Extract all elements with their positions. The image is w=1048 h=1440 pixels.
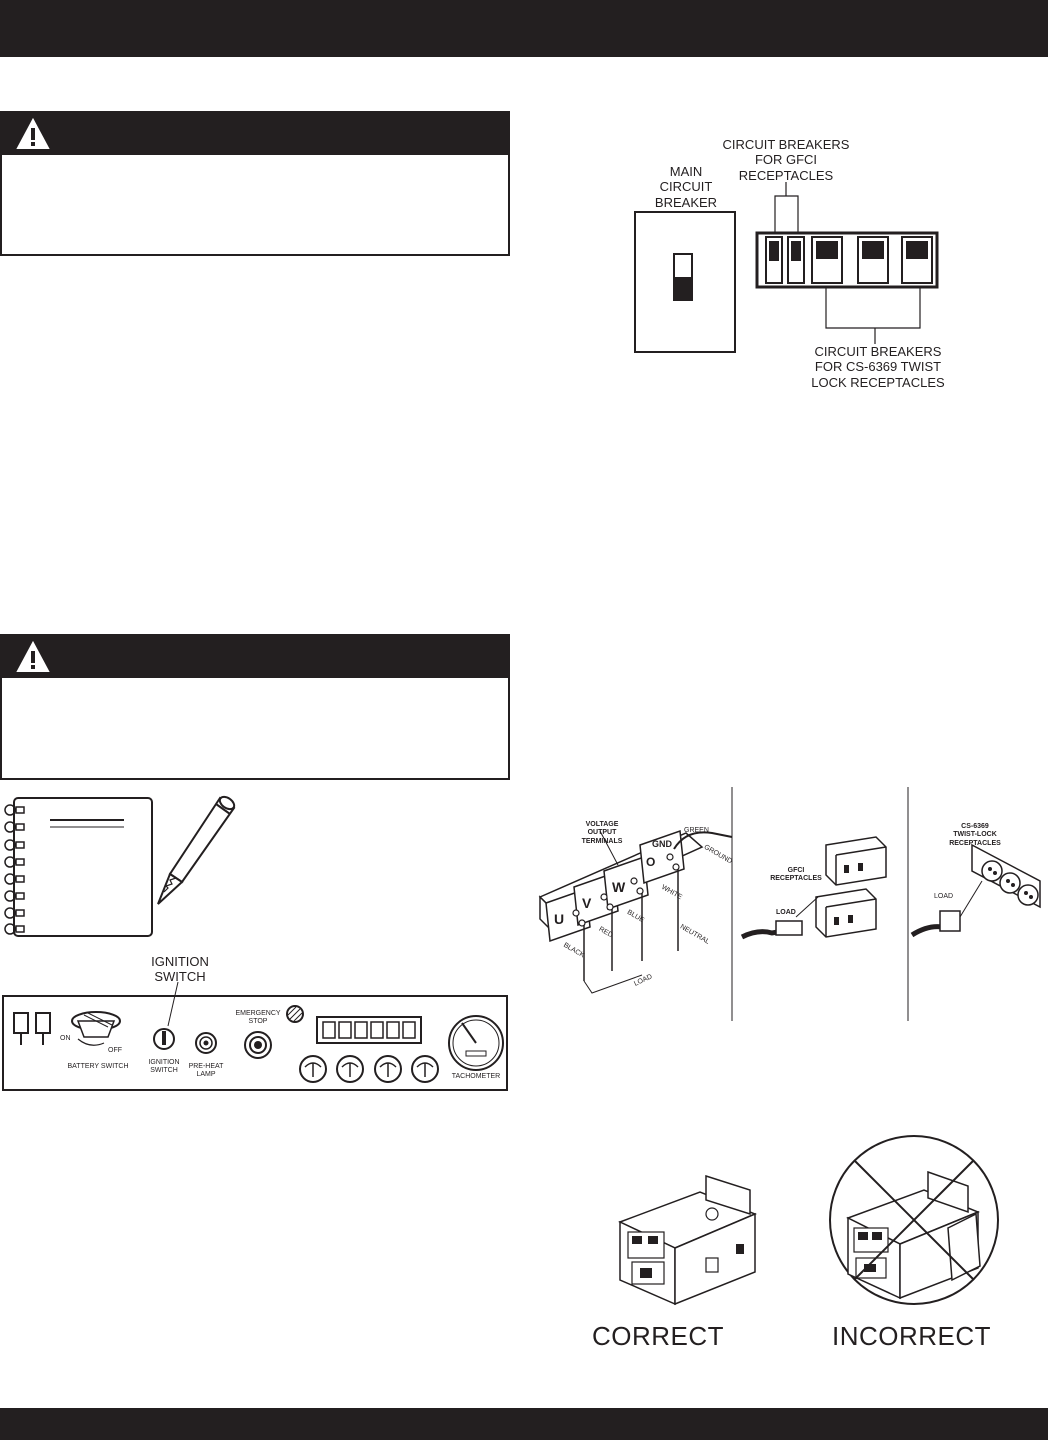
battery-on-label: ON [60, 1035, 71, 1042]
voltage-output-label: VOLTAGE OUTPUT TERMINALS [581, 821, 623, 845]
footer-bar [0, 1408, 1048, 1440]
generator-incorrect-illustration [829, 1135, 999, 1305]
control-panel-drawing [13, 1005, 504, 1083]
header-bar [0, 0, 1048, 57]
breaker-drawing [634, 182, 939, 353]
tachometer-label: TACHOMETER [451, 1073, 501, 1080]
emergency-stop-label: EMERGENCY STOP [235, 1010, 281, 1026]
ignition-switch-label: IGNITION SWITCH [148, 1059, 180, 1075]
gfci-load-label: LOAD [776, 909, 796, 916]
incorrect-label: INCORRECT [832, 1321, 992, 1351]
correct-label: CORRECT [592, 1321, 725, 1351]
gfci-breakers-label: CIRCUIT BREAKERS FOR GFCI RECEPTACLES [722, 137, 850, 183]
preheat-lamp-label: PRE-HEAT LAMP [188, 1063, 224, 1079]
battery-off-label: OFF [108, 1047, 122, 1054]
manual-notebook-icon [4, 797, 153, 937]
o-terminal-label: O [646, 855, 656, 869]
warning-triangle-icon [16, 118, 50, 149]
warning-triangle-icon [16, 641, 50, 672]
ignition-switch-callout: IGNITION SWITCH [151, 954, 209, 985]
gfci-receptacles-label: GFCI RECEPTACLES [770, 867, 822, 883]
w-terminal-label: W [612, 879, 626, 895]
circuit-breaker-diagram: MAIN CIRCUIT BREAKER CIRCUIT BREAKERS FO… [600, 130, 960, 400]
main-breaker-label: MAIN CIRCUIT BREAKER [654, 164, 718, 210]
green-wire-label: GREEN [684, 827, 709, 834]
connection-drawing [538, 787, 1041, 1021]
generator-correct-illustration [618, 1174, 757, 1306]
u-terminal-label: U [554, 911, 565, 927]
v-terminal-label: V [582, 895, 592, 911]
twistlock-load-label: LOAD [934, 893, 954, 900]
warning-header [2, 636, 508, 678]
twistlock-receptacles-label: CS-6369 TWIST-LOCK RECEPTACLES [949, 823, 1001, 847]
pencil-icon [157, 795, 236, 905]
warning-box-2 [0, 634, 510, 780]
connection-diagrams: VOLTAGE OUTPUT TERMINALS GREEN GROUND GN… [536, 785, 1048, 1025]
twistlock-breakers-label: CIRCUIT BREAKERS FOR CS-6369 TWIST LOCK … [811, 344, 945, 390]
battery-switch-label: BATTERY SWITCH [67, 1063, 129, 1070]
callout-leader [167, 981, 179, 1027]
warning-header [2, 113, 508, 155]
gnd-terminal-label: GND [652, 839, 672, 849]
control-panel: ON OFF BATTERY SWITCH IGNITION SWITCH PR… [2, 995, 508, 1091]
warning-box-1 [0, 111, 510, 256]
